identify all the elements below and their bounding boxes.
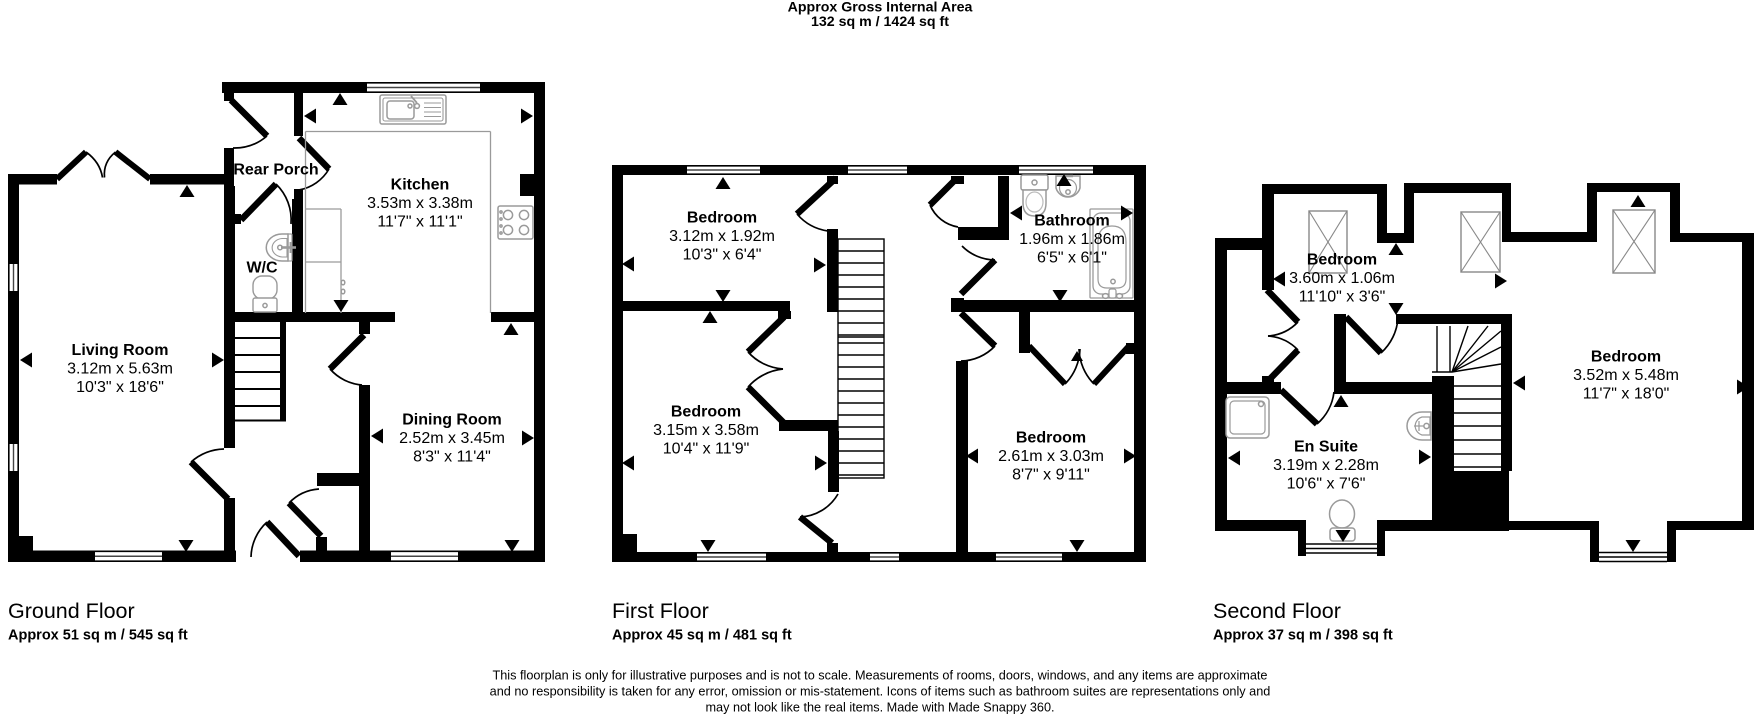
svg-text:Bedroom: Bedroom: [1591, 349, 1661, 366]
svg-text:3.52m x 5.48m: 3.52m x 5.48m: [1573, 367, 1679, 384]
svg-text:En Suite: En Suite: [1294, 439, 1358, 456]
svg-text:3.53m x 3.38m: 3.53m x 3.38m: [367, 195, 473, 212]
svg-text:8'3" x 11'4": 8'3" x 11'4": [413, 449, 491, 466]
svg-text:Approx 51 sq m / 545 sq ft: Approx 51 sq m / 545 sq ft: [8, 628, 188, 644]
svg-text:Approx 45 sq m / 481 sq ft: Approx 45 sq m / 481 sq ft: [612, 628, 792, 644]
svg-text:8'7" x 9'11": 8'7" x 9'11": [1012, 467, 1090, 484]
svg-text:11'7" x 18'0": 11'7" x 18'0": [1583, 386, 1670, 403]
svg-text:Living Room: Living Room: [72, 342, 169, 359]
svg-text:Dining Room: Dining Room: [402, 412, 502, 429]
svg-text:Bedroom: Bedroom: [1016, 430, 1086, 447]
svg-text:3.19m x 2.28m: 3.19m x 2.28m: [1273, 457, 1379, 474]
svg-text:10'3" x 18'6": 10'3" x 18'6": [76, 379, 164, 396]
svg-text:This floorplan is only for ill: This floorplan is only for illustrative …: [492, 669, 1267, 683]
svg-text:3.60m x 1.06m: 3.60m x 1.06m: [1289, 270, 1395, 287]
svg-text:Rear Porch: Rear Porch: [233, 162, 318, 179]
svg-text:10'4" x 11'9": 10'4" x 11'9": [663, 441, 750, 458]
svg-text:and no responsibility is taken: and no responsibility is taken for any e…: [490, 685, 1271, 699]
svg-text:W/C: W/C: [246, 260, 278, 277]
svg-text:Kitchen: Kitchen: [391, 177, 450, 194]
svg-text:Bedroom: Bedroom: [687, 210, 757, 227]
svg-text:1.96m x 1.86m: 1.96m x 1.86m: [1019, 231, 1125, 248]
svg-text:Ground Floor: Ground Floor: [8, 599, 135, 623]
svg-text:3.12m x 5.63m: 3.12m x 5.63m: [67, 361, 173, 378]
svg-text:Bathroom: Bathroom: [1034, 213, 1110, 230]
svg-text:Approx 37 sq m / 398 sq ft: Approx 37 sq m / 398 sq ft: [1213, 628, 1393, 644]
svg-text:11'7" x 11'1": 11'7" x 11'1": [377, 214, 462, 231]
svg-text:10'3" x 6'4": 10'3" x 6'4": [683, 247, 762, 264]
svg-text:6'5" x 6'1": 6'5" x 6'1": [1037, 250, 1107, 267]
svg-text:2.52m x 3.45m: 2.52m x 3.45m: [399, 430, 505, 447]
svg-text:2.61m x 3.03m: 2.61m x 3.03m: [998, 448, 1104, 465]
svg-text:3.12m x 1.92m: 3.12m x 1.92m: [669, 228, 775, 245]
svg-text:First Floor: First Floor: [612, 599, 709, 623]
svg-text:Bedroom: Bedroom: [671, 404, 741, 421]
svg-text:Second Floor: Second Floor: [1213, 599, 1341, 623]
svg-text:Approx Gross Internal Area: Approx Gross Internal Area: [788, 0, 973, 16]
svg-text:132 sq m / 1424 sq ft: 132 sq m / 1424 sq ft: [811, 14, 949, 30]
svg-text:Bedroom: Bedroom: [1307, 252, 1377, 269]
svg-text:10'6" x 7'6": 10'6" x 7'6": [1287, 476, 1366, 493]
svg-text:11'10" x 3'6": 11'10" x 3'6": [1299, 289, 1386, 306]
svg-text:may not look like the real ite: may not look like the real items. Made w…: [705, 701, 1054, 715]
svg-text:3.15m x 3.58m: 3.15m x 3.58m: [653, 422, 759, 439]
